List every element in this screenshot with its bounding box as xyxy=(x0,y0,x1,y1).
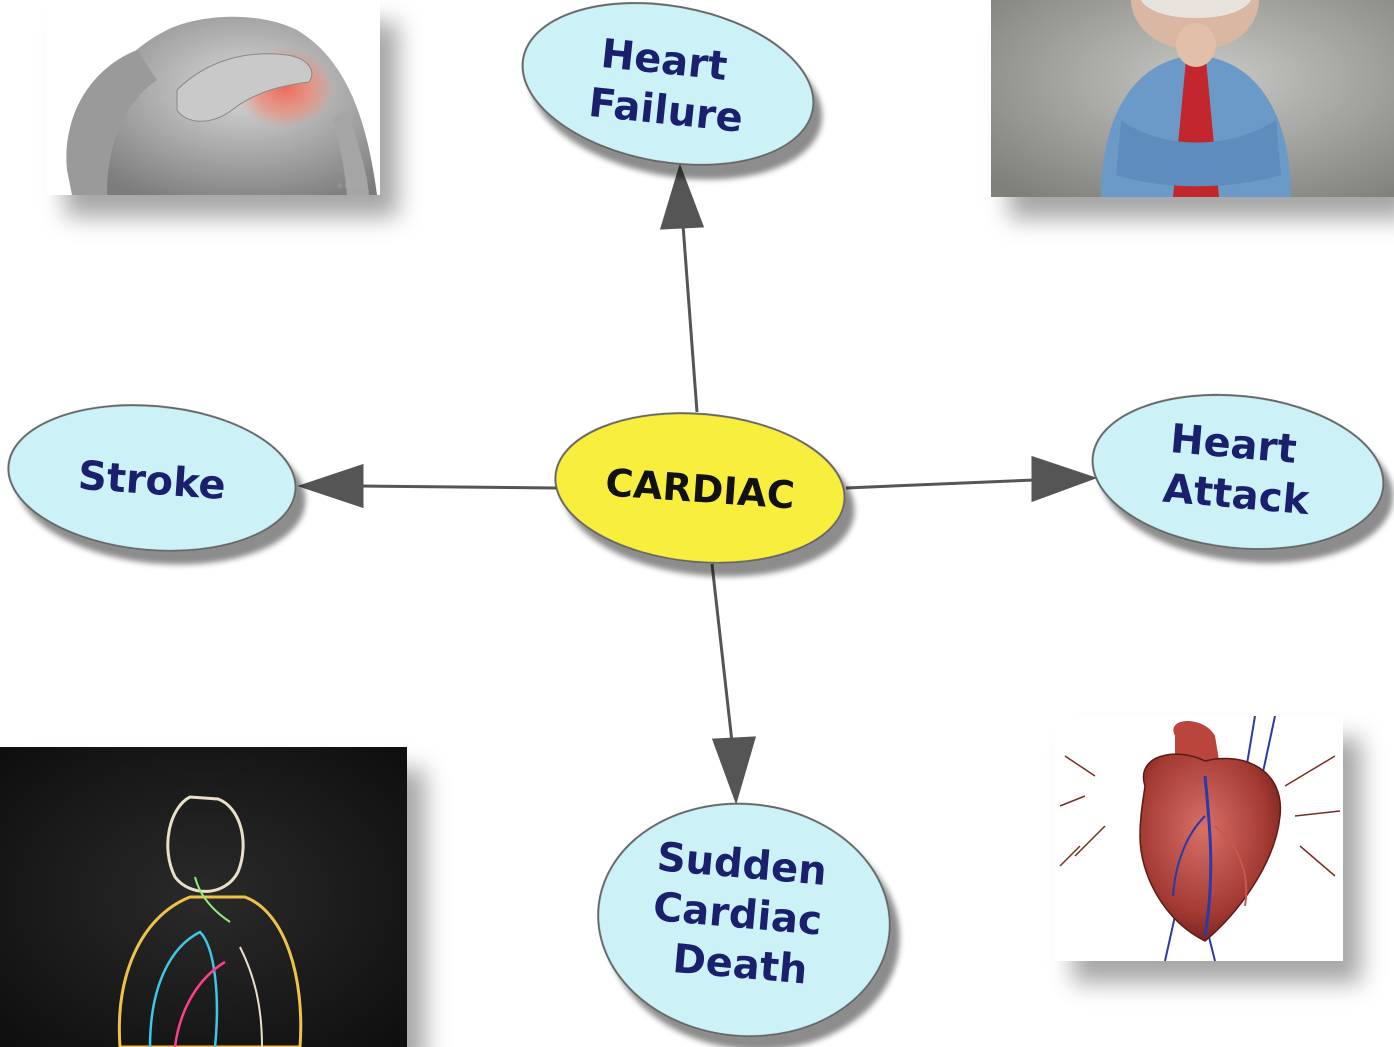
arrowhead-stroke xyxy=(302,466,362,506)
connector-stroke xyxy=(360,486,556,488)
worried-man-photo xyxy=(991,0,1394,197)
connector-heart-failure xyxy=(683,225,697,412)
node-heart-failure: Heart Failure xyxy=(510,0,827,186)
neon-man-photo xyxy=(0,747,407,1047)
anatomical-heart-photo xyxy=(1055,716,1343,961)
node-sudden-cardiac-death: Sudden Cardiac Death xyxy=(588,792,899,1047)
arrowhead-heart-failure xyxy=(662,168,702,228)
connector-heart-attack xyxy=(846,480,1035,488)
node-stroke: Stroke xyxy=(2,394,301,563)
arrowhead-sudden-cardiac-death xyxy=(714,738,754,800)
connector-sudden-cardiac-death xyxy=(712,564,732,742)
node-heart-attack: Heart Attack xyxy=(1085,381,1391,563)
svg-text:© Fotolia: © Fotolia xyxy=(337,183,365,190)
chest-pain-photo: © Fotolia xyxy=(47,0,380,195)
arrowhead-heart-attack xyxy=(1033,458,1093,500)
node-cardiac-center: CARDIAC xyxy=(549,402,851,575)
